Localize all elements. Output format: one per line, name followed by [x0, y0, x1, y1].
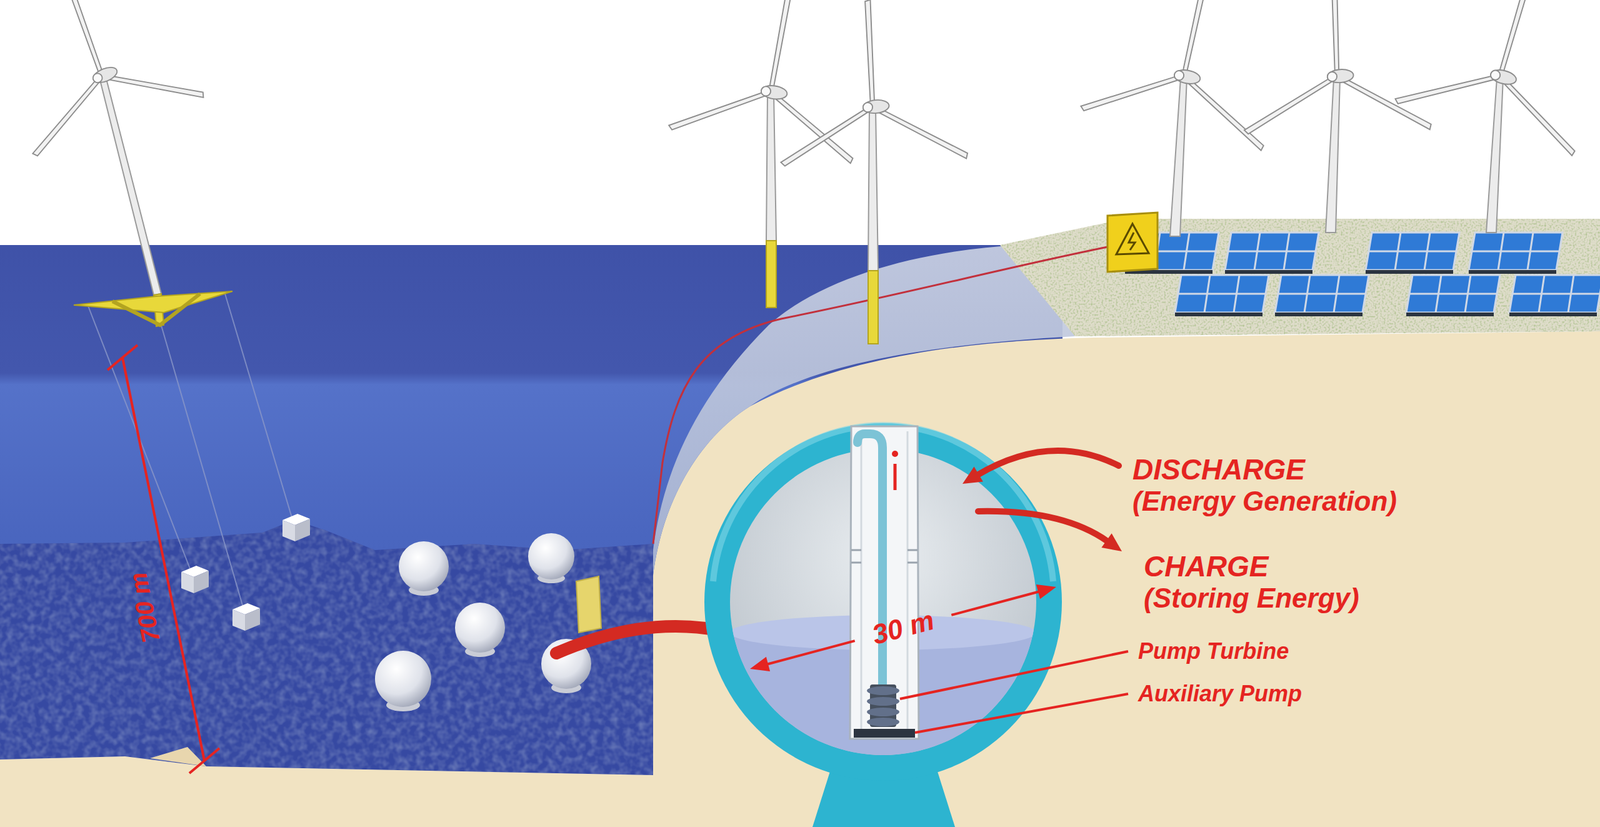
onshore-wind-turbine — [1486, 78, 1504, 233]
depth-label: 700 m — [123, 570, 165, 645]
valve-mark — [893, 463, 897, 490]
mooring-line — [157, 312, 245, 614]
offshore-wind-turbine — [868, 108, 879, 271]
seabed — [150, 746, 207, 767]
pump-turbine — [866, 684, 900, 727]
mode-label: CHARGE — [1143, 550, 1269, 583]
onshore-wind-turbine — [1233, 0, 1435, 143]
pump-turbine — [866, 707, 900, 717]
storage-sphere — [398, 541, 449, 592]
solar-panel — [1225, 232, 1319, 274]
sphere-section — [704, 423, 1062, 827]
storage-sphere — [528, 533, 575, 580]
diameter-dimension — [750, 656, 770, 672]
part-label: Pump Turbine — [1138, 638, 1289, 664]
onshore-wind-turbine — [1078, 0, 1295, 152]
floating-wind-turbine — [0, 0, 233, 327]
land-surface — [993, 212, 1600, 344]
offshore-wind-turbine — [666, 0, 971, 344]
electrical-box — [1116, 223, 1149, 255]
mode-label: DISCHARGE — [1132, 453, 1305, 486]
offshore-wind-turbine — [766, 93, 777, 241]
anchor-block — [282, 513, 310, 542]
onshore-wind-turbine — [1325, 78, 1340, 233]
land-surface — [993, 212, 1600, 344]
solar-panel — [1509, 275, 1600, 317]
solar-panel — [1365, 232, 1460, 274]
depth-dimension — [107, 345, 138, 370]
part-label: Auxiliary Pump — [1138, 681, 1302, 707]
diameter-dimension — [1036, 584, 1057, 599]
leader-line — [900, 651, 1129, 699]
solar-panel — [1125, 232, 1600, 317]
mode-note: (Energy Generation) — [1132, 486, 1397, 517]
offshore-wind-turbine — [766, 240, 777, 308]
depth-dimension — [107, 345, 220, 774]
electrical-box — [1107, 212, 1158, 272]
discharge-arrow — [962, 450, 1119, 484]
diameter-dimension — [766, 591, 1040, 665]
valve-mark — [891, 450, 899, 490]
mooring-line — [225, 293, 294, 524]
anchor-block — [181, 565, 209, 594]
pipe — [857, 433, 883, 694]
charge-arrow — [978, 511, 1108, 542]
callout-arrow — [556, 626, 733, 654]
anchor-block — [181, 513, 310, 631]
storage-sphere — [375, 533, 592, 712]
floating-wind-turbine — [100, 78, 162, 295]
land-surface — [993, 212, 1600, 344]
onshore-wind-turbine — [1078, 0, 1600, 237]
pump-turbine — [866, 717, 900, 727]
diameter-dimension — [750, 584, 1057, 672]
solar-panel — [1175, 275, 1269, 317]
leader-line — [900, 651, 1129, 733]
pump-turbine — [866, 696, 900, 706]
land-section — [653, 331, 1600, 827]
depth-dimension — [189, 748, 220, 774]
depth-dimension — [122, 357, 205, 761]
marker-buoy — [576, 576, 602, 633]
storage-sphere — [375, 650, 432, 707]
seabed — [0, 756, 654, 827]
pump-turbine — [866, 686, 900, 695]
auxiliary-pump — [853, 728, 915, 738]
auxiliary-pump — [853, 728, 915, 738]
offshore-wind-turbine — [767, 0, 971, 175]
floating-wind-turbine — [0, 0, 208, 165]
land-section — [653, 331, 1600, 827]
discharge-arrow — [976, 450, 1119, 476]
solar-panel — [1468, 232, 1563, 274]
charge-arrow — [978, 511, 1122, 552]
charge-arrow — [1101, 533, 1122, 552]
shaft — [850, 426, 919, 739]
offshore-wind-turbine — [868, 270, 879, 344]
electrical-box — [1128, 232, 1135, 250]
mooring-line — [87, 293, 294, 614]
leader-line — [915, 693, 1129, 733]
floating-wind-turbine — [73, 291, 233, 313]
floating-wind-turbine — [112, 293, 200, 325]
onshore-wind-turbine — [1170, 78, 1187, 237]
mode-note: (Storing Energy) — [1143, 583, 1360, 614]
offshore-wind-turbine — [666, 0, 878, 164]
seabed — [0, 512, 657, 827]
marker-buoy — [576, 576, 602, 633]
diameter-label: 30 m — [868, 605, 937, 651]
discharge-arrow — [962, 466, 984, 484]
pipe — [857, 433, 883, 694]
sphere-section — [704, 423, 1062, 781]
valve-mark — [891, 450, 899, 457]
storage-sphere — [455, 602, 505, 653]
onshore-wind-turbine — [1392, 0, 1600, 157]
solar-panel — [1275, 275, 1369, 317]
shaft — [850, 426, 919, 739]
anchor-block — [232, 603, 260, 631]
electrical-box — [1107, 212, 1158, 272]
solar-panel — [1406, 275, 1500, 317]
